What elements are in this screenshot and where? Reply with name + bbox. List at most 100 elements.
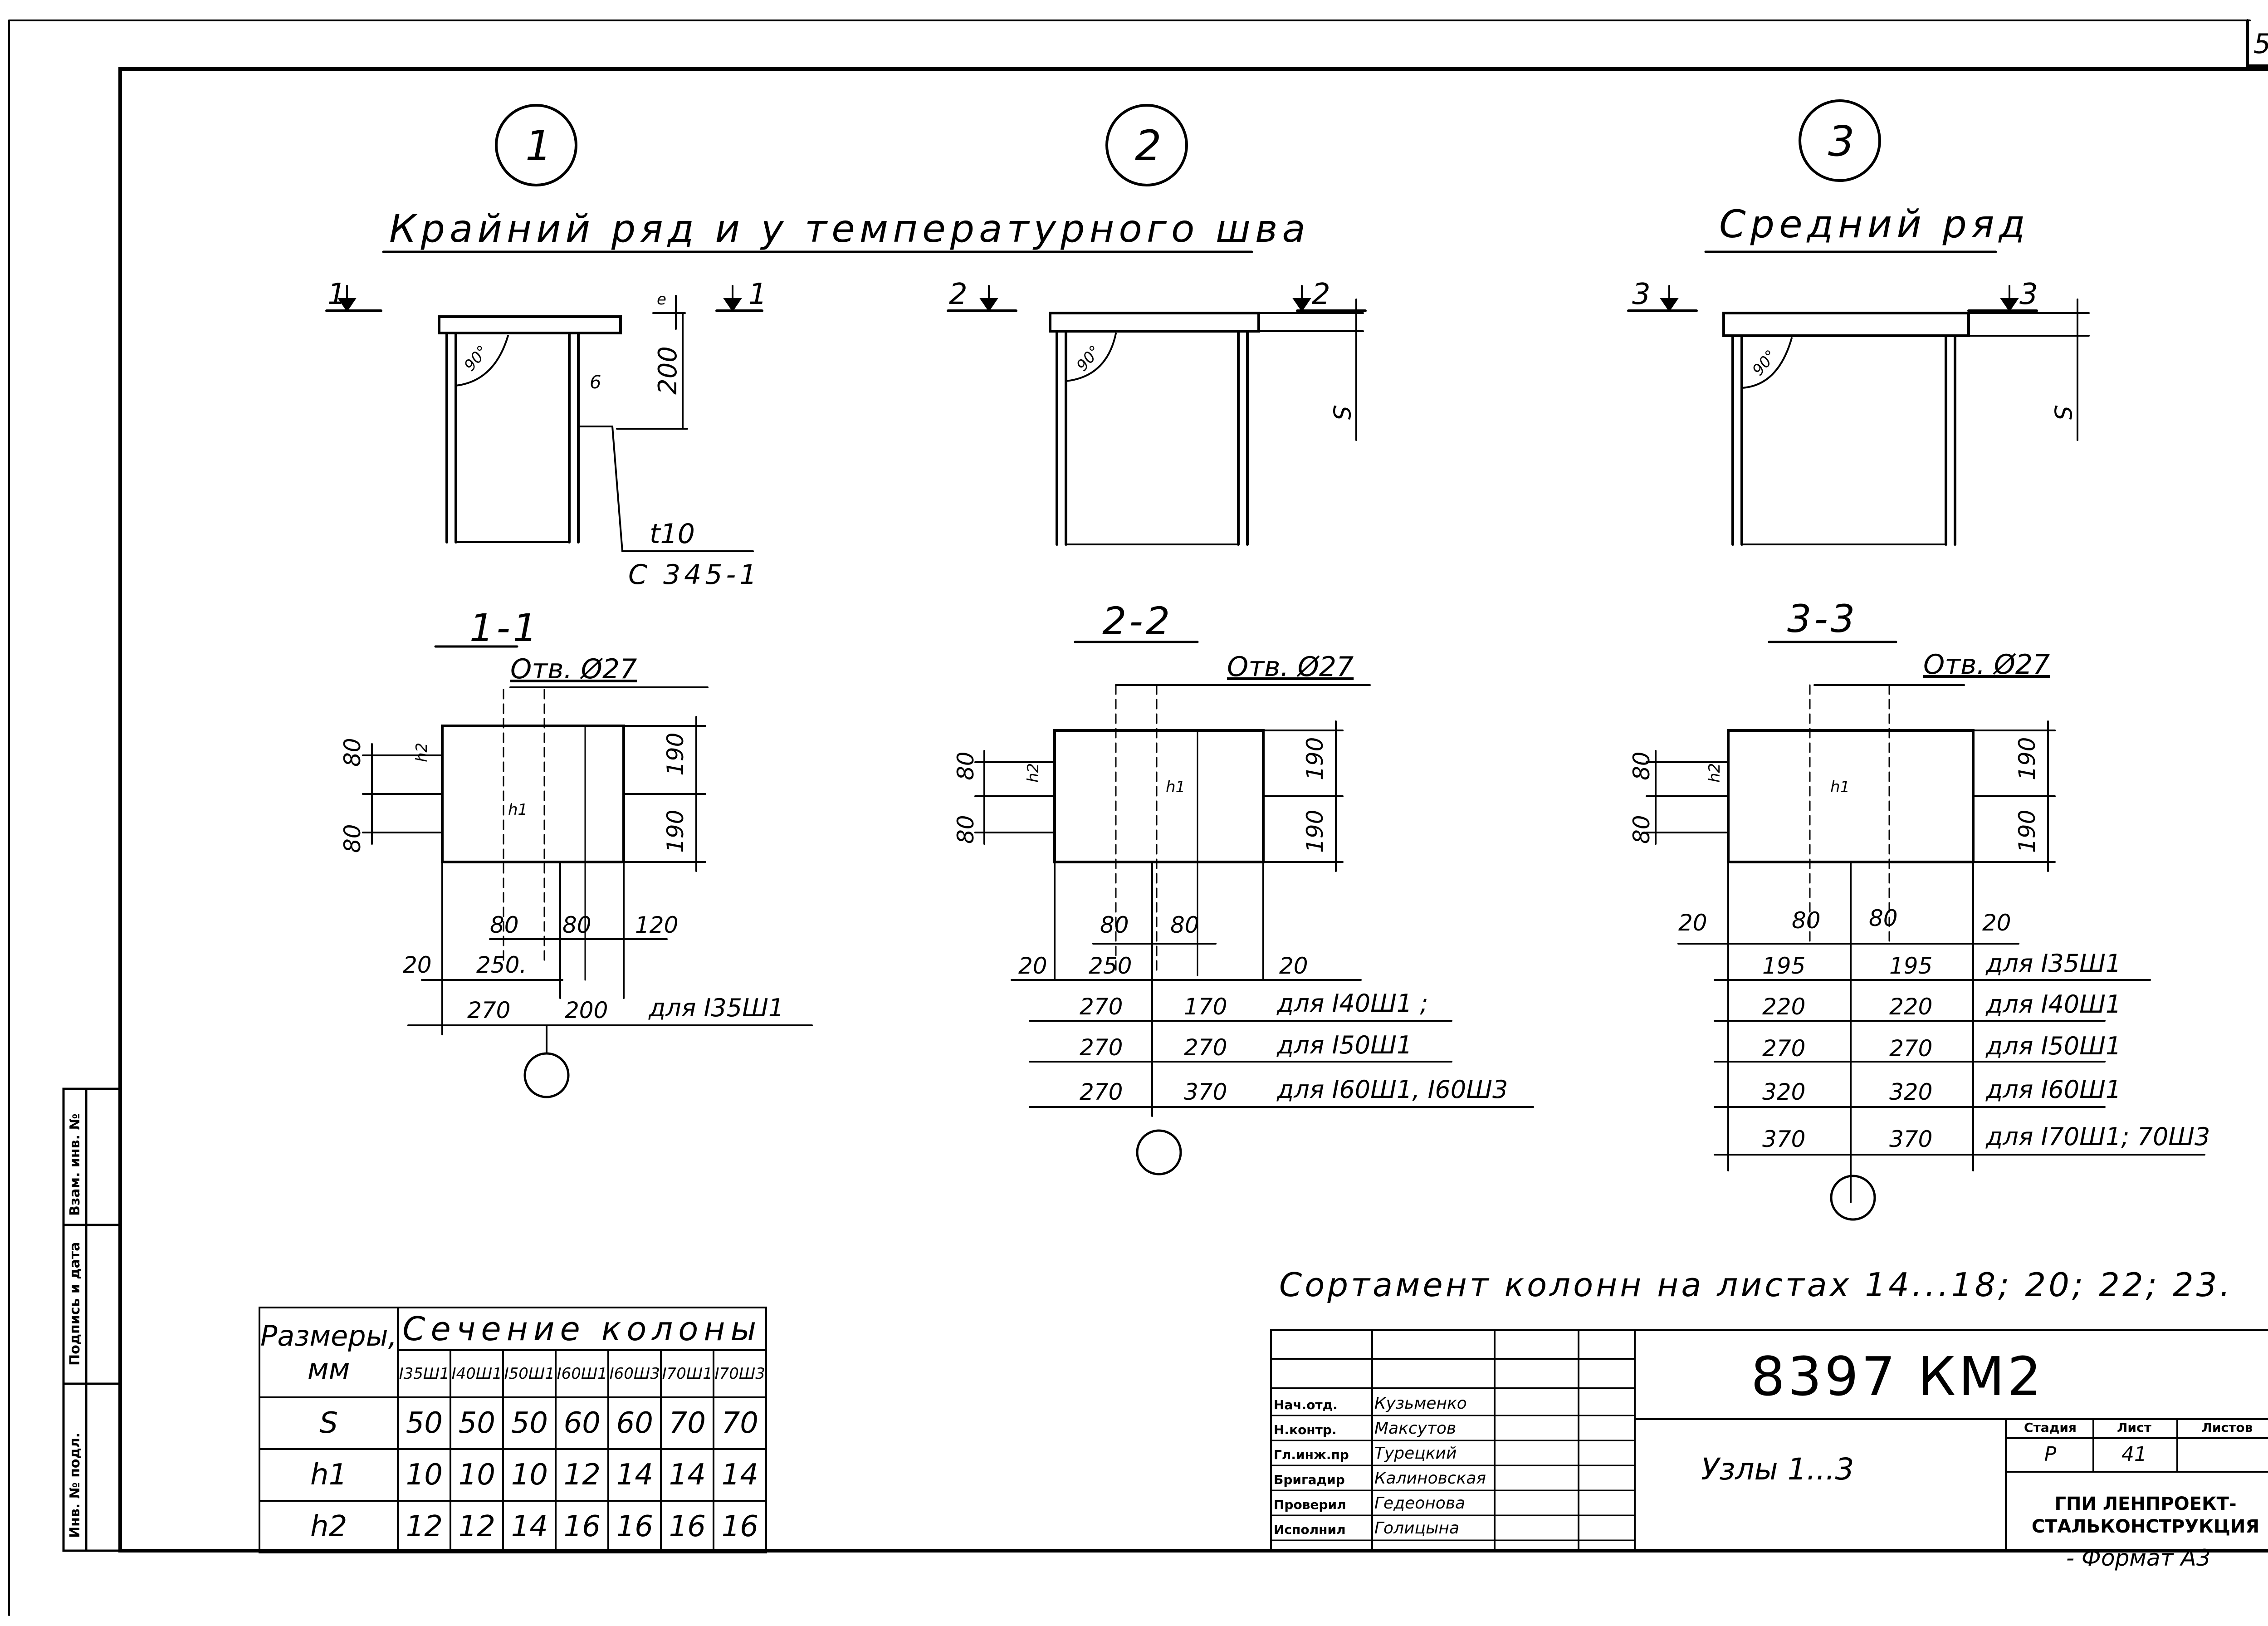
dim-s-2: S — [1327, 405, 1355, 421]
section-3-b3: 80 — [1869, 905, 1898, 931]
role-4: Бригадир — [1274, 1472, 1345, 1487]
table-cell: 16 — [713, 1500, 767, 1553]
section-3-row3-profile: для I50Ш1 — [1986, 1032, 2121, 1060]
section-2-plan — [974, 641, 1534, 1175]
sheet-header: Лист — [2117, 1420, 2151, 1435]
section-3-row2-b: 220 — [1889, 994, 1933, 1020]
dim-s-3: S — [2048, 405, 2076, 421]
section-2-row2-profile: для I50Ш1 — [1277, 1031, 1413, 1059]
role-2: Н.контр. — [1274, 1422, 1337, 1437]
section-3-row1-b: 195 — [1889, 953, 1933, 979]
table-cell: 50 — [502, 1396, 557, 1450]
table-cell: 12 — [450, 1500, 504, 1553]
section-3-row2-a: 220 — [1762, 994, 1806, 1020]
section-3-title: 3-3 — [1787, 597, 1858, 641]
section-3-row3-a: 270 — [1762, 1035, 1806, 1062]
elevation-3 — [1627, 285, 2090, 546]
section-3-row5-b: 370 — [1889, 1126, 1933, 1152]
section-3-row2-profile: для I40Ш1 — [1986, 990, 2121, 1019]
name-6: Голицына — [1374, 1519, 1460, 1538]
section-1-b1: 80 — [490, 912, 519, 938]
sizes-table: Размеры, мм Сечение колоны I35Ш1 I40Ш1 I… — [258, 1307, 767, 1553]
section-3-row4-profile: для I60Ш1 — [1986, 1075, 2121, 1104]
section-3-row4-b: 320 — [1889, 1079, 1933, 1105]
table-row: h1 10 10 10 12 14 14 14 — [258, 1448, 767, 1502]
section-2-b2: 80 — [1170, 912, 1199, 938]
section-1-h2: h2 — [413, 742, 431, 762]
section-2-row1-profile: для I40Ш1 ; — [1277, 989, 1428, 1018]
table-cell: 12 — [397, 1500, 452, 1553]
margin-sign-date: Подпись и дата — [67, 1242, 83, 1366]
section-3-dim-left-bottom: 80 — [1628, 815, 1655, 844]
section-3-row1-a: 195 — [1762, 953, 1806, 979]
assortment-note: Сортамент колонн на листах 14...18; 20; … — [1279, 1266, 2233, 1304]
section-3-h1: h1 — [1830, 778, 1850, 796]
section-3-hole: Отв. Ø27 — [1923, 649, 2050, 681]
name-3: Турецкий — [1374, 1444, 1457, 1463]
dim-200: 200 — [653, 346, 683, 395]
table-row: S 50 50 50 60 60 70 70 — [258, 1396, 767, 1450]
node-number-1: 1 — [525, 122, 552, 170]
doc-code-cell — [1634, 1329, 2268, 1420]
cut-label-2-right: 2 — [1312, 278, 1330, 311]
role-1: Нач.отд. — [1274, 1397, 1338, 1412]
sizes-table-col: I50Ш1 — [502, 1349, 557, 1398]
edge-row-title: Крайний ряд и у температурного шва — [389, 206, 1310, 251]
section-2-dim-left-bottom: 80 — [953, 815, 979, 844]
table-cell: 10 — [450, 1448, 504, 1502]
stage-value: Р — [2044, 1443, 2057, 1466]
section-2-hole: Отв. Ø27 — [1227, 651, 1354, 683]
name-2: Максутов — [1374, 1419, 1457, 1438]
section-3-row4-a: 320 — [1762, 1079, 1806, 1105]
org-cell — [2005, 1471, 2268, 1552]
margin-inv-orig: Инв. № подл. — [67, 1432, 83, 1538]
role-5: Проверил — [1274, 1497, 1346, 1512]
margin-inv-dup: Взам. инв. № — [67, 1113, 83, 1216]
section-2-h1: h1 — [1166, 778, 1186, 796]
table-cell: 16 — [607, 1500, 662, 1553]
table-cell: 16 — [555, 1500, 610, 1553]
name-5: Гедеонова — [1374, 1494, 1466, 1513]
organization-line1: ГПИ ЛЕНПРОЕКТ- — [2054, 1494, 2237, 1514]
section-3-dim-right-top: 190 — [2014, 737, 2040, 780]
table-cell: 50 — [397, 1396, 452, 1450]
section-2-row2-a: 270 — [1080, 1034, 1123, 1061]
table-cell: 14 — [713, 1448, 767, 1502]
table-cell: 60 — [555, 1396, 610, 1450]
stage-grid — [2005, 1418, 2268, 1473]
section-3-b1: 20 — [1678, 910, 1707, 936]
table-cell: 10 — [502, 1448, 557, 1502]
page-number: 54 — [2253, 28, 2268, 60]
sheets-header: Листов — [2201, 1420, 2253, 1435]
section-3-plan — [1646, 641, 2205, 1221]
section-1-d1: 270 — [467, 997, 511, 1024]
section-3-row5-profile: для I70Ш1; 70Ш3 — [1986, 1122, 2210, 1151]
section-1-dim-right-bottom: 190 — [662, 809, 689, 853]
document-code: 8397 КМ2 — [1751, 1345, 2044, 1408]
section-1-b3: 120 — [635, 912, 679, 938]
section-3-dim-right-bottom: 190 — [2014, 809, 2040, 853]
section-3-dim-left-top: 80 — [1628, 751, 1655, 780]
section-2-row1-b: 170 — [1184, 994, 1227, 1020]
table-cell: 60 — [607, 1396, 662, 1450]
table-row: h2 12 12 14 16 16 16 16 — [258, 1500, 767, 1553]
section-2-c1: 20 — [1018, 953, 1047, 979]
sizes-table-row-header: Размеры, мм — [258, 1307, 399, 1398]
section-1-title: 1-1 — [469, 606, 540, 650]
table-cell: 50 — [450, 1396, 504, 1450]
section-2-row2-b: 270 — [1184, 1034, 1227, 1061]
sheet-value: 41 — [2121, 1443, 2147, 1466]
section-1-hole: Отв. Ø27 — [510, 653, 637, 685]
section-3-row3-b: 270 — [1889, 1035, 1933, 1062]
sizes-table-group-header: Сечение колоны — [397, 1307, 767, 1351]
cut-label-2-left: 2 — [949, 278, 968, 311]
sizes-table-col: I70Ш3 — [713, 1349, 767, 1398]
format-note: - Формат А3 — [2066, 1545, 2211, 1571]
section-2-title: 2-2 — [1102, 599, 1173, 643]
section-2-row1-a: 270 — [1080, 994, 1123, 1020]
stage-header: Стадия — [2024, 1420, 2077, 1435]
node-number-2: 2 — [1135, 122, 1162, 170]
section-1-profile: для I35Ш1 — [649, 994, 784, 1022]
section-3-h2: h2 — [1706, 763, 1724, 783]
